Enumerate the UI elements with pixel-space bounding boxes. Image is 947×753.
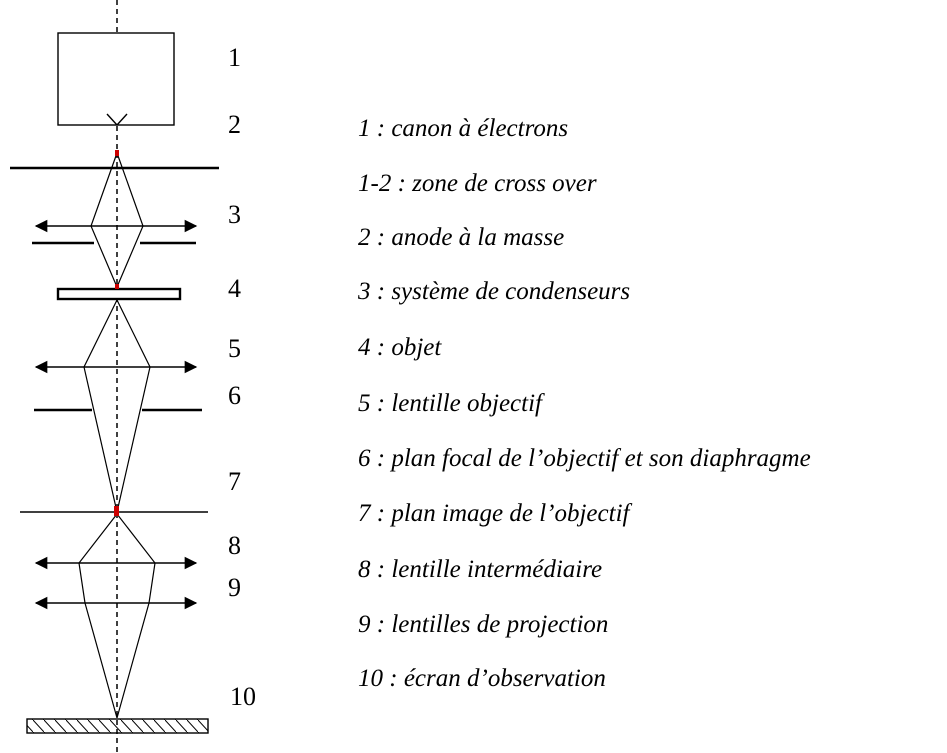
legend-item-1: 1 : canon à électrons <box>358 115 568 142</box>
object-specimen <box>56 287 182 301</box>
ray-objective-left <box>83 299 118 513</box>
legend-item-6: 6 : plan focal de l’objectif et son diap… <box>358 445 811 472</box>
label-number-2: 2 <box>228 110 241 139</box>
legend-item-1-2: 1-2 : zone de cross over <box>358 170 597 197</box>
label-number-1: 1 <box>228 43 241 72</box>
label-number-8: 8 <box>228 531 241 560</box>
legend-item-4: 4 : objet <box>358 334 442 361</box>
ray-condenser-right <box>116 152 144 288</box>
label-number-10: 10 <box>230 682 256 711</box>
legend-item-9: 9 : lentilles de projection <box>358 611 608 638</box>
ray-intermediate-right <box>116 513 156 719</box>
crossover-point <box>115 150 119 156</box>
label-number-5: 5 <box>228 334 241 363</box>
label-number-9: 9 <box>228 573 241 602</box>
ray-intermediate-left <box>78 513 118 719</box>
label-number-4: 4 <box>228 274 241 303</box>
legend-item-3: 3 : système de condenseurs <box>357 278 630 305</box>
ray-objective-right <box>116 299 151 513</box>
observation-screen <box>26 718 209 734</box>
electron-gun <box>57 32 175 126</box>
legend-item-8: 8 : lentille intermédiaire <box>358 556 602 583</box>
legend-item-10: 10 : écran d’observation <box>358 665 606 692</box>
legend-item-5: 5 : lentille objectif <box>358 390 545 417</box>
object-focus-point <box>115 284 119 289</box>
image-focus-point <box>114 506 119 516</box>
filament-right <box>116 113 128 126</box>
ray-condenser-left <box>90 152 118 288</box>
label-number-3: 3 <box>228 200 241 229</box>
legend-item-2: 2 : anode à la masse <box>358 224 564 251</box>
filament-left <box>106 113 118 126</box>
label-number-6: 6 <box>228 381 241 410</box>
legend-item-7: 7 : plan image de l’objectif <box>358 500 633 527</box>
label-number-7: 7 <box>228 467 241 496</box>
